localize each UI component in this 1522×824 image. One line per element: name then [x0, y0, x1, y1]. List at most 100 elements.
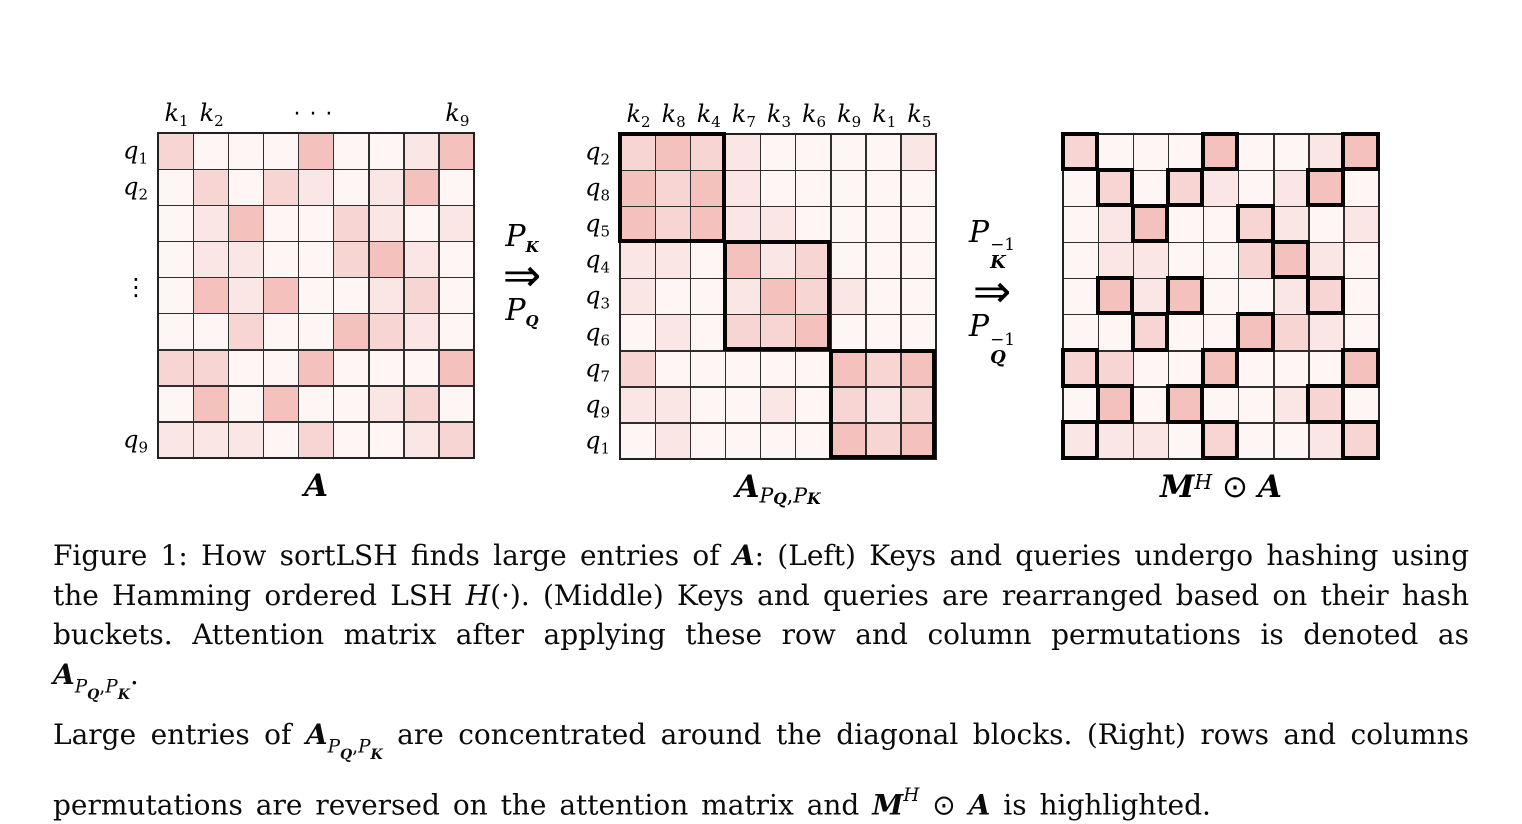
caption-segment: Q	[340, 747, 352, 763]
matrix-cell	[1310, 207, 1344, 242]
label-subscript: 2	[214, 112, 224, 130]
matrix-cell	[1239, 424, 1273, 459]
matrix-cell	[1204, 315, 1238, 350]
query-label-3: q3	[585, 282, 610, 313]
matrix-cell	[621, 388, 655, 423]
caption-segment: A	[735, 469, 759, 505]
caption-segment: A	[1258, 469, 1282, 505]
caption-segment: P	[358, 737, 370, 758]
matrix-cell	[726, 171, 760, 206]
matrix-cell	[159, 278, 193, 313]
matrix-cell	[1134, 424, 1168, 459]
matrix-cell	[370, 170, 404, 205]
matrix-cell	[299, 170, 333, 205]
matrix-cell	[726, 424, 760, 459]
permutation-arrow: PK ⇒ PQ	[481, 221, 563, 330]
matrix-cell	[194, 387, 228, 422]
mask-cell-outline	[1096, 276, 1135, 316]
matrix-cell	[656, 243, 690, 278]
permuted-matrix-label: APQ,PK	[735, 469, 820, 508]
matrix-cell	[621, 424, 655, 459]
caption-segment: P	[793, 483, 807, 507]
matrix-cell	[1239, 135, 1273, 170]
masked-attention-matrix: MH ⊙ A	[1062, 133, 1384, 463]
matrix-cell	[1064, 207, 1098, 242]
matrix-cell	[264, 387, 298, 422]
caption-segment: Large entries of	[53, 718, 306, 751]
matrix-cell	[1239, 352, 1273, 387]
matrix-cell	[656, 279, 690, 314]
matrix-cell	[867, 135, 901, 170]
label-base: q	[585, 246, 600, 274]
matrix-cell	[902, 279, 936, 314]
mask-cell-outline	[1201, 420, 1240, 460]
diagonal-block-outline	[618, 132, 726, 243]
matrix-cell	[1204, 243, 1238, 278]
query-label-8: q8	[585, 174, 610, 205]
matrix-cell	[229, 351, 263, 386]
matrix-cell	[1239, 279, 1273, 314]
caption-segment: A	[969, 788, 991, 821]
matrix-cell	[405, 278, 439, 313]
matrix-cell	[796, 352, 830, 387]
mask-cell-outline	[1271, 240, 1310, 280]
matrix-cell	[405, 242, 439, 277]
matrix-cell	[159, 170, 193, 205]
matrix-cell	[159, 134, 193, 169]
caption-segment: the Hamming ordered LSH	[53, 579, 466, 612]
label-subscript: 9	[138, 438, 148, 456]
matrix-cell	[761, 171, 795, 206]
matrix-cell	[1064, 315, 1098, 350]
label-base: q	[585, 210, 600, 238]
dots-icon: ⋮	[124, 273, 148, 301]
mask-cell-outline	[1061, 420, 1100, 460]
matrix-cell	[370, 351, 404, 386]
mask-cell-outline	[1236, 312, 1275, 352]
label-subscript: 5	[600, 223, 610, 241]
caption-segment: P	[505, 293, 525, 328]
caption-segment: P	[760, 483, 774, 507]
label-base: k	[732, 100, 747, 128]
matrix-cell	[1064, 171, 1098, 206]
query-label-9: q9	[123, 425, 148, 456]
double-arrow-icon: ⇒	[503, 256, 542, 295]
matrix-cell	[902, 243, 936, 278]
label-base: q	[585, 354, 600, 382]
caption-segment: P	[105, 676, 117, 697]
caption-segment: ⊙	[919, 788, 968, 821]
caption-line: Large entries of APQ,PK are concentrated…	[53, 715, 1469, 776]
matrix-cell	[1169, 243, 1203, 278]
key-label-1: k1	[165, 99, 189, 130]
caption-segment: A	[306, 718, 328, 751]
mask-cell-outline	[1131, 312, 1170, 352]
query-label-1: q1	[123, 137, 148, 168]
caption-segment: Figure 1: How sortLSH finds large entrie…	[53, 539, 733, 572]
matrix-cell	[1064, 388, 1098, 423]
key-label-7: k7	[732, 100, 756, 131]
label-subscript: 9	[600, 403, 610, 421]
caption-segment: Q	[773, 489, 787, 508]
matrix-a-label: A	[304, 468, 328, 504]
label-subscript: 1	[179, 112, 189, 130]
matrix-cell	[299, 423, 333, 458]
label-base: q	[585, 138, 600, 166]
mask-cell-outline	[1166, 384, 1205, 424]
matrix-cell	[867, 243, 901, 278]
matrix-cell	[796, 207, 830, 242]
label-base: k	[697, 100, 712, 128]
mask-cell-outline	[1096, 384, 1135, 424]
matrix-cell	[726, 352, 760, 387]
matrix-cell	[1169, 207, 1203, 242]
double-arrow-icon: ⇒	[973, 272, 1012, 311]
matrix-cell	[726, 207, 760, 242]
matrix-cell	[621, 315, 655, 350]
key-label-9: k9	[445, 99, 469, 130]
matrix-cell	[1099, 424, 1133, 459]
label-base: q	[123, 425, 138, 453]
matrix-cell	[867, 315, 901, 350]
matrix-cell	[264, 351, 298, 386]
mask-cell-outline	[1306, 168, 1345, 208]
matrix-cell	[867, 279, 901, 314]
matrix-cell	[1275, 135, 1309, 170]
